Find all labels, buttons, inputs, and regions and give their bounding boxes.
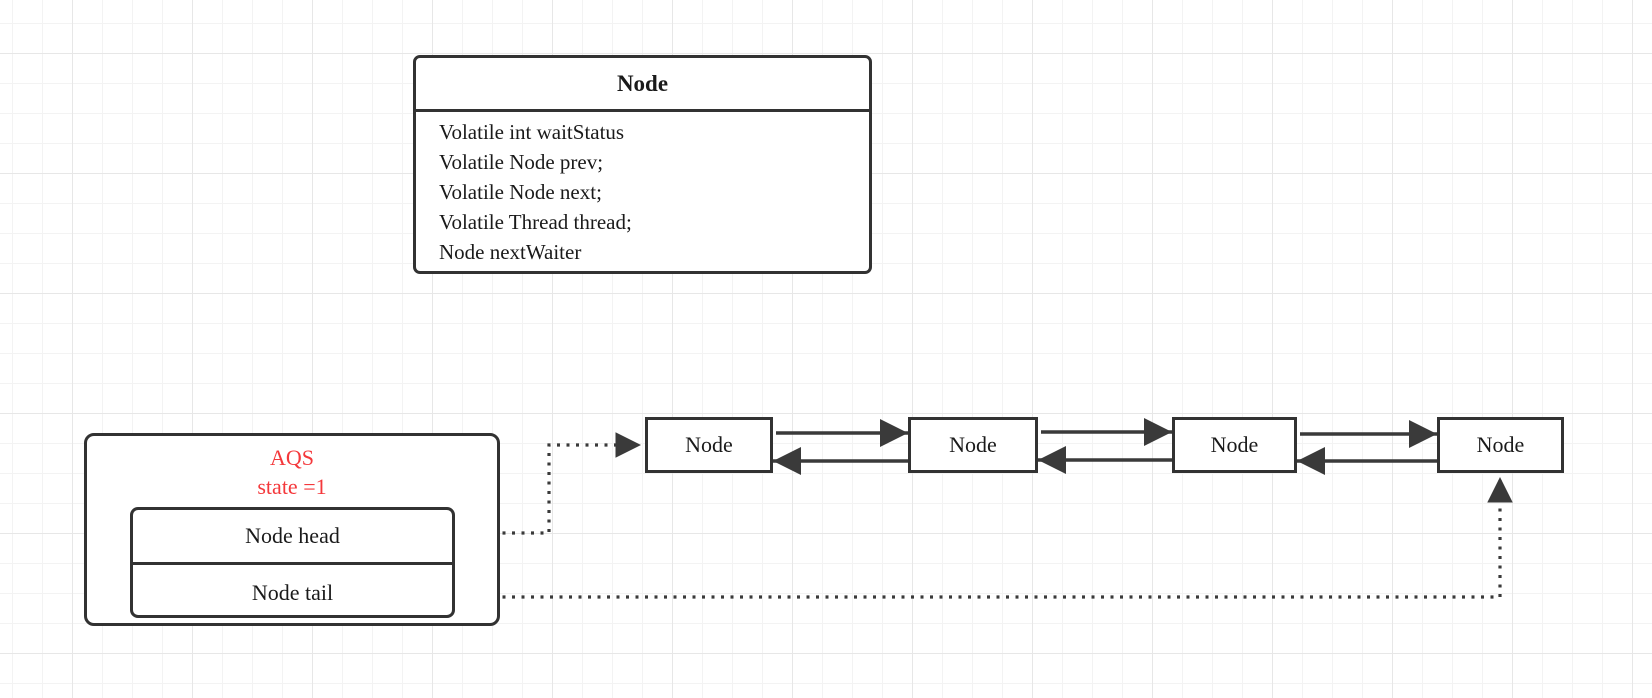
queue-node-1[interactable]: Node <box>645 417 773 473</box>
class-field-nextwaiter: Node nextWaiter <box>439 240 582 264</box>
queue-node-4[interactable]: Node <box>1437 417 1564 473</box>
class-field-waitstatus: Volatile int waitStatus <box>439 120 625 144</box>
tail-pointer-dotted-arrow[interactable] <box>455 477 1513 599</box>
node-head-cell[interactable]: Node head <box>133 510 452 565</box>
class-field-thread: Volatile Thread thread; <box>439 210 632 234</box>
class-field-prev: Volatile Node prev; <box>439 150 604 174</box>
queue-node-3[interactable]: Node <box>1172 417 1297 473</box>
node-tail-cell[interactable]: Node tail <box>251 579 334 605</box>
head-tail-shape[interactable]: Node head Node tail <box>130 507 455 618</box>
aqs-title: AQS <box>269 445 314 470</box>
class-field-next: Volatile Node next; <box>439 180 602 204</box>
head-pointer-dotted-arrow[interactable] <box>455 432 641 535</box>
queue-node-2[interactable]: Node <box>908 417 1038 473</box>
node-class-shape[interactable]: Node Volatile int waitStatus Volatile No… <box>413 55 872 274</box>
aqs-state-label: state =1 <box>257 474 327 499</box>
node-class-title: Node <box>416 58 869 112</box>
node-class-field-list: Volatile int waitStatus Volatile Node pr… <box>416 112 869 267</box>
aqs-shape[interactable]: AQS state =1 Node head Node tail <box>84 433 500 626</box>
